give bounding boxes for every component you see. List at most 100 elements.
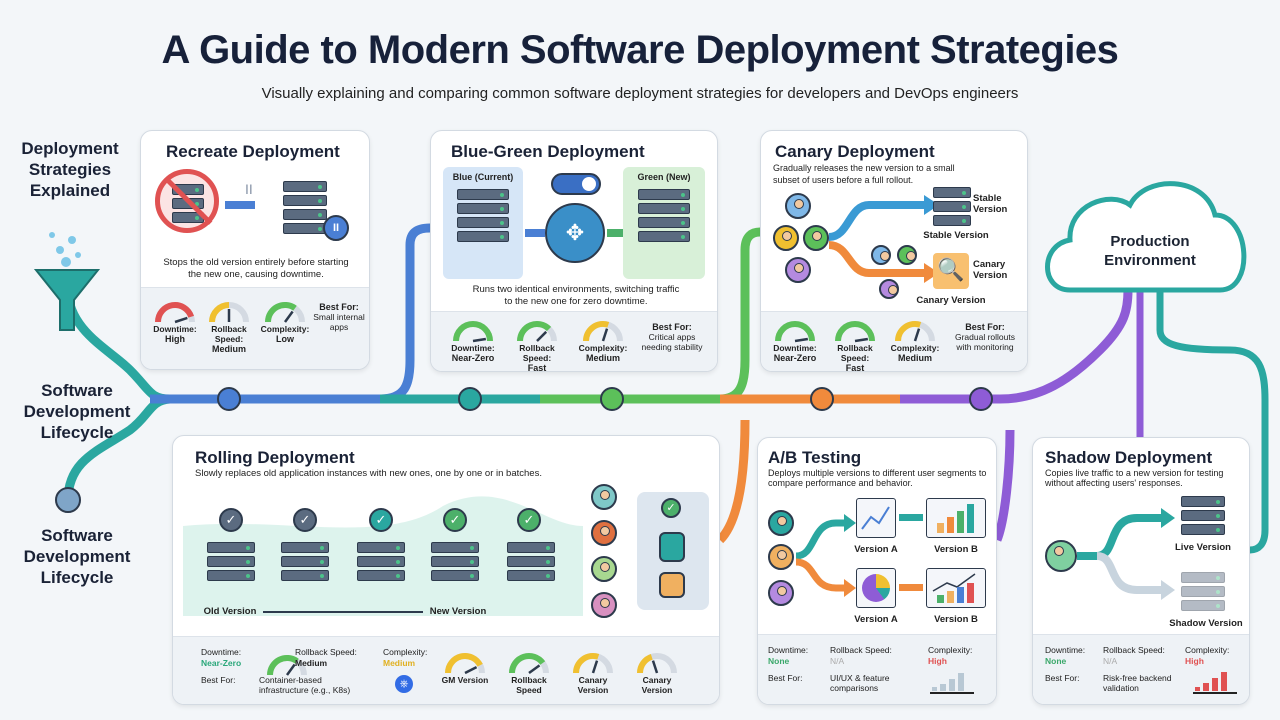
user-icon [768, 510, 794, 536]
metrics-panel: Downtime:Near-Zero Rollback Speed:Fast C… [761, 311, 1027, 371]
user-icon [591, 592, 617, 618]
live-version-label: Live Version [1175, 542, 1231, 553]
downtime-value: Near-Zero [201, 658, 242, 668]
gauge-icon [517, 321, 557, 342]
gauge-gm-version: GM Version [435, 649, 495, 685]
arrow-icon [899, 514, 923, 521]
card-rolling: Rolling Deployment Slowly replaces old a… [172, 435, 720, 705]
check-icon: ✓ [369, 508, 393, 532]
arrow-icon [899, 584, 923, 591]
complexity-label: Complexity: [383, 647, 428, 657]
pipeline-node-1 [217, 387, 241, 411]
old-version-label: Old Version [203, 606, 257, 617]
gauge-icon [509, 653, 549, 675]
user-icon [591, 556, 617, 582]
server-icon [457, 189, 509, 242]
card-canary: Canary Deployment Gradually releases the… [760, 130, 1028, 372]
card-recreate: Recreate Deployment II II Stops the old … [140, 130, 370, 370]
green-environment: Green (New) [623, 167, 705, 279]
complexity-bars-icon [930, 673, 974, 694]
gauge-icon [583, 321, 623, 342]
bar-chart-icon [926, 498, 986, 538]
best-for-value: UI/UX & feature comparisons [830, 673, 890, 693]
metrics-panel: Downtime: Near-Zero Rollback Speed: Medi… [173, 636, 719, 704]
card-title: A/B Testing [768, 448, 862, 467]
gauge-icon [445, 653, 485, 675]
card-title: Blue-Green Deployment [451, 142, 645, 161]
page-title: A Guide to Modern Software Deployment St… [161, 28, 1119, 72]
card-description: Copies live traffic to a new version for… [1045, 468, 1224, 488]
card-shadow: Shadow Deployment Copies live traffic to… [1032, 437, 1250, 705]
server-icon [281, 542, 329, 581]
gauge-rollback-speed: Rollback Speed [499, 649, 559, 695]
best-for-label: Best For: [201, 675, 236, 685]
pipeline-cloud-teal [1156, 290, 1269, 554]
complexity-value: Medium [383, 658, 416, 668]
gauge-needle [794, 337, 809, 343]
arrow-icon [263, 611, 423, 613]
cluster-icon: ✓ [637, 492, 709, 610]
best-for: Best For:Critical apps needing stability [641, 322, 703, 352]
stable-version-label: Stable Version [923, 230, 989, 241]
pipeline-node-2 [458, 387, 482, 411]
version-b-label: Version B [934, 614, 978, 625]
shadow-server-icon [1181, 572, 1225, 611]
user-icon [773, 225, 799, 251]
pause-icon: II [245, 181, 253, 197]
page-subtitle: Visually explaining and comparing common… [261, 85, 1019, 102]
server-icon [283, 181, 327, 234]
downtime-value: None [1045, 656, 1067, 666]
downtime-label: Downtime: [1045, 645, 1086, 655]
gauge-needle [536, 330, 548, 342]
complexity-value: High [1185, 656, 1204, 666]
card-blue-green: Blue-Green Deployment Blue (Current) ✥ G… [430, 130, 718, 372]
rollback-label: Rollback Speed: [1103, 645, 1165, 655]
gauge-needle [651, 660, 659, 674]
card-ab-testing: A/B Testing Deploys multiple versions to… [757, 437, 997, 705]
user-icon [785, 193, 811, 219]
server-icon [507, 542, 555, 581]
metric-downtime: Downtime:Near-Zero [765, 317, 825, 363]
metric-complexity: Complexity:Medium [885, 317, 945, 363]
switch-toggle [551, 173, 601, 195]
gauge-icon [155, 302, 195, 324]
gauge-canary-version: Canary Version [563, 649, 623, 695]
gauge-needle [854, 337, 869, 343]
user-icon [768, 544, 794, 570]
metric-downtime: Downtime:Near-Zero [443, 317, 503, 363]
metric-downtime: Downtime:High [145, 298, 205, 344]
lifecycle-line-lower [63, 394, 175, 505]
complexity-bars-icon [1193, 672, 1237, 694]
metric-complexity: Complexity:Medium [573, 317, 633, 363]
gauge-needle [472, 337, 487, 343]
canary-version-label: Canary Version [916, 295, 986, 306]
new-version-label: New Version [429, 606, 487, 617]
funnel-icon [33, 232, 101, 331]
traffic-arrows [1077, 508, 1175, 600]
pause-circle-icon: II [323, 215, 349, 241]
gauge-icon [453, 321, 493, 343]
gauge-canary-version: Canary Version [627, 649, 687, 695]
gauge-needle [285, 663, 296, 676]
rollback-value: Medium [295, 658, 328, 668]
check-icon: ✓ [293, 508, 317, 532]
rollback-value: N/A [830, 656, 845, 666]
canary-version-side-label: Canary Version [973, 259, 1008, 281]
best-for-value: Risk-free backend validation [1103, 673, 1172, 693]
user-icon [591, 520, 617, 546]
user-icon [871, 245, 891, 265]
gauge-needle [601, 328, 609, 342]
gauge-icon [573, 653, 613, 674]
side-label-top: Deployment Strategies Explained [21, 139, 119, 200]
user-icon [768, 580, 794, 606]
metrics-panel: Downtime: None Rollback Speed: N/A Compl… [758, 634, 996, 704]
user-icon [591, 484, 617, 510]
rollback-value: N/A [1103, 656, 1118, 666]
user-icon [879, 279, 899, 299]
side-label-mid: Software Development Lifecycle [23, 381, 131, 442]
card-title: Recreate Deployment [166, 142, 340, 161]
traffic-arrows [829, 195, 939, 283]
downtime-value: None [768, 656, 790, 666]
traffic-arrows [796, 514, 856, 597]
